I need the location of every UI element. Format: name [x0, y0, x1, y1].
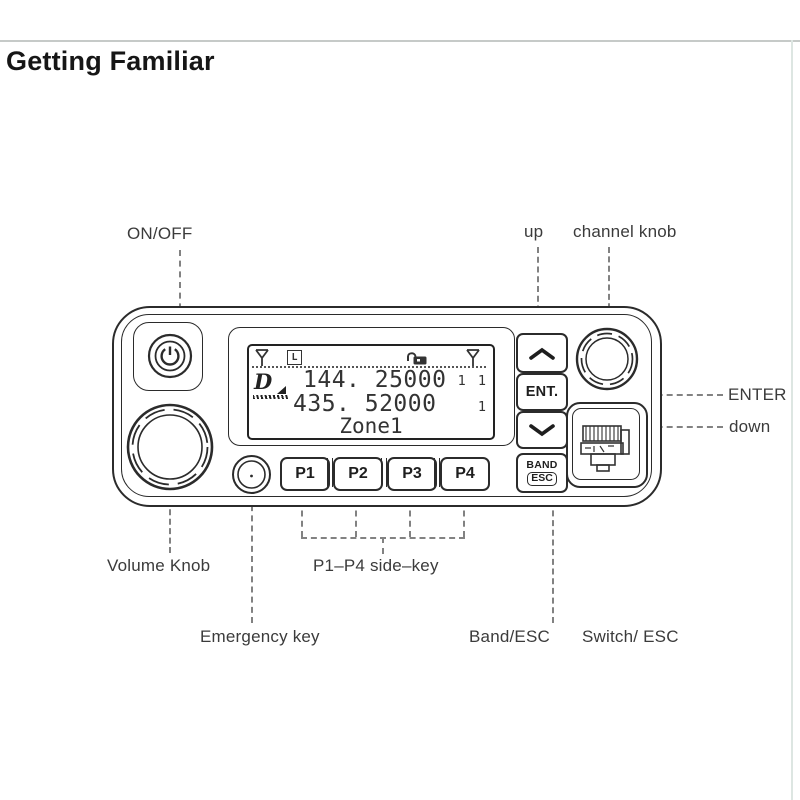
vhf-channel-indicator: 1 1 — [457, 373, 488, 389]
label-side-key: P1–P4 side–key — [313, 556, 439, 575]
antenna-right-icon — [465, 348, 481, 367]
antenna-left-icon — [254, 348, 270, 367]
brand-logo-underline — [253, 395, 289, 399]
frequency-uhf: 435. 52000 — [293, 391, 437, 417]
key-p4-label: P4 — [455, 465, 475, 482]
brand-logo-swoosh — [277, 386, 286, 394]
label-up: up — [524, 222, 544, 241]
label-channel-knob: channel knob — [573, 222, 677, 241]
channel-knob — [572, 324, 642, 394]
page-right-rule — [791, 40, 793, 800]
leader-band-esc — [552, 491, 554, 623]
emergency-button — [231, 454, 272, 495]
microphone-jack-inner — [572, 408, 640, 480]
key-p1-label: P1 — [295, 465, 315, 482]
key-p2-label: P2 — [348, 465, 368, 482]
rj45-connector-icon — [576, 412, 634, 474]
key-band-label: BAND — [526, 459, 558, 472]
leader-emergency — [251, 495, 253, 623]
label-switch-esc: Switch/ ESC — [582, 627, 679, 646]
key-divider — [434, 458, 440, 487]
leader-pkeys-drop — [382, 537, 384, 554]
display-bezel — [228, 327, 515, 446]
lcd-display: L D 144. 25000 1 1 435. 52000 1 Zone1 — [247, 344, 495, 440]
leader-p3 — [409, 490, 411, 537]
key-band-esc: BAND ESC — [516, 453, 568, 493]
key-divider — [381, 458, 387, 487]
unlock-icon — [405, 350, 429, 365]
label-enter: ENTER — [728, 385, 787, 404]
chevron-down-icon — [527, 423, 557, 438]
label-down: down — [729, 417, 771, 436]
key-p3-label: P3 — [402, 465, 422, 482]
label-emergency-key: Emergency key — [200, 627, 320, 646]
power-icon — [146, 332, 194, 380]
label-volume-knob: Volume Knob — [107, 556, 211, 575]
microphone-jack — [566, 402, 648, 488]
lcd-status-separator — [252, 366, 486, 368]
leader-up — [537, 247, 539, 331]
leader-p1 — [301, 490, 303, 537]
l-indicator: L — [287, 350, 302, 365]
key-p2: P2 — [333, 457, 383, 491]
page-title: Getting Familiar — [6, 46, 215, 76]
key-enter: ENT. — [516, 373, 568, 411]
volume-knob — [123, 400, 217, 494]
leader-p2 — [355, 490, 357, 537]
uhf-channel-indicator: 1 — [477, 399, 486, 415]
key-down — [516, 411, 568, 449]
brand-logo: D — [254, 369, 273, 394]
frequency-vhf: 144. 25000 — [303, 367, 447, 393]
leader-volume-knob — [169, 481, 171, 553]
key-divider — [327, 458, 333, 487]
page-top-rule — [0, 40, 800, 42]
leader-p4 — [463, 490, 465, 537]
zone-name: Zone1 — [339, 414, 403, 438]
key-enter-label: ENT. — [525, 384, 559, 400]
leader-channel-knob — [608, 247, 610, 328]
label-on-off: ON/OFF — [127, 224, 193, 243]
leader-on-off — [179, 250, 181, 320]
key-p4: P4 — [440, 457, 490, 491]
chevron-up-icon — [527, 346, 557, 361]
power-button-plate — [133, 322, 203, 391]
key-up — [516, 333, 568, 373]
key-esc-label: ESC — [527, 472, 557, 486]
radio-front-panel — [121, 314, 652, 497]
label-band-esc: Band/ESC — [469, 627, 550, 646]
key-p3: P3 — [387, 457, 437, 491]
key-p1: P1 — [280, 457, 330, 491]
